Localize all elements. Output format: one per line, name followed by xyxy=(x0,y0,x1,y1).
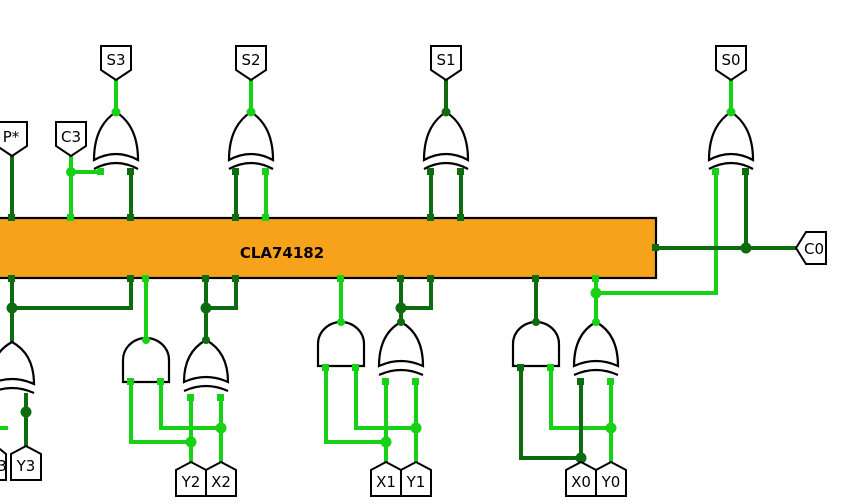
pin-s1-label: S1 xyxy=(436,51,455,69)
wire-g0-and-b xyxy=(549,366,613,430)
pin-y3-label: Y3 xyxy=(16,457,36,475)
xor-gate-s3 xyxy=(92,110,140,170)
pin-x3-label: 3 xyxy=(0,457,7,475)
xor-gate-s2 xyxy=(227,110,275,170)
pin-x1-label: X1 xyxy=(376,473,396,491)
wire-c3 xyxy=(69,154,103,220)
pin-y2[interactable]: Y2 xyxy=(175,460,207,497)
pin-x1[interactable]: X1 xyxy=(370,460,402,497)
and-gate-g2 xyxy=(121,336,171,384)
pin-x2-label: X2 xyxy=(211,473,231,491)
pin-y1-label: Y1 xyxy=(406,473,426,491)
or-gate-g0 xyxy=(572,320,620,377)
pin-y2-label: Y2 xyxy=(181,473,201,491)
pin-x2[interactable]: X2 xyxy=(205,460,237,497)
pin-p-star-label: P* xyxy=(3,128,20,146)
cla-chip-body xyxy=(0,216,658,280)
or-gate-g3 xyxy=(0,340,36,395)
or-gate-g2 xyxy=(182,338,230,393)
pin-s1[interactable]: S1 xyxy=(430,45,462,82)
wire-g3-a xyxy=(10,276,133,344)
xor-gate-s0 xyxy=(707,110,755,170)
pin-x3[interactable]: 3 xyxy=(0,446,7,481)
chip-label: CLA74182 xyxy=(240,244,324,262)
and-gate-g1 xyxy=(316,320,366,368)
pin-c0[interactable]: C0 xyxy=(794,231,827,265)
xor-gate-s1 xyxy=(422,110,470,170)
pin-x0-label: X0 xyxy=(571,473,591,491)
pin-y1[interactable]: Y1 xyxy=(400,460,432,497)
pin-x0[interactable]: X0 xyxy=(565,460,597,497)
wire-g1-and-b xyxy=(354,366,418,430)
pin-s2[interactable]: S2 xyxy=(235,45,267,82)
pin-y0-label: Y0 xyxy=(601,473,621,491)
wire-g1-or-out xyxy=(399,276,433,322)
and-gate-g0 xyxy=(511,320,561,368)
junctions xyxy=(6,107,752,464)
pin-y0[interactable]: Y0 xyxy=(595,460,627,497)
pin-s0-label: S0 xyxy=(721,51,740,69)
wire-g2-and-b xyxy=(159,380,223,430)
pin-c0-label: C0 xyxy=(804,240,824,258)
pin-c3-label: C3 xyxy=(61,128,81,146)
chip-pin-stubs xyxy=(8,168,749,401)
pin-s2-label: S2 xyxy=(241,51,260,69)
wire-g1-and-a xyxy=(324,366,388,444)
pin-p-star[interactable]: P* xyxy=(0,121,28,158)
or-gate-g1 xyxy=(377,320,425,377)
pin-s3[interactable]: S3 xyxy=(100,45,132,82)
pin-s3-label: S3 xyxy=(106,51,125,69)
wire-s0-in-a xyxy=(594,170,718,295)
pin-y3[interactable]: Y3 xyxy=(10,444,42,481)
pin-c3[interactable]: C3 xyxy=(55,121,87,158)
wire-g0-and-a xyxy=(519,366,583,460)
pin-s0[interactable]: S0 xyxy=(715,45,747,82)
wire-g2-and-a xyxy=(129,380,193,444)
